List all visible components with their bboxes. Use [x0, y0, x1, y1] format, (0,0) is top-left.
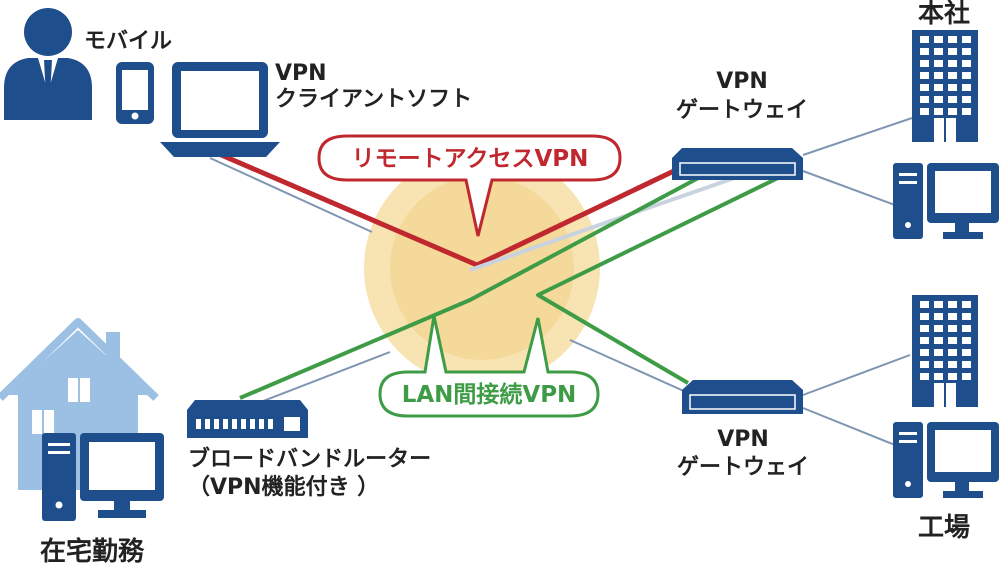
- vpn-client-label-line2: クライアントソフト: [275, 87, 472, 112]
- lan-vpn-label: LAN間接続VPN: [402, 381, 577, 408]
- mobile-label: モバイル: [84, 29, 172, 54]
- router-label-line1: ブロードバンドルーター: [188, 446, 431, 472]
- tunnel-line-gray: [469, 174, 741, 272]
- headquarters-label: 本社: [918, 0, 970, 29]
- desktop-pc-icon: [42, 433, 164, 521]
- desktop-pc-icon: [893, 163, 999, 239]
- remote-access-vpn-line: [204, 145, 678, 268]
- broadband-router-icon: [187, 400, 308, 438]
- home-office-label: 在宅勤務: [40, 536, 145, 567]
- lan-vpn-callout: LAN間接続VPN: [378, 315, 600, 418]
- desktop-pc-icon: [893, 422, 999, 498]
- vpn-client-label-line1: VPN: [275, 61, 327, 86]
- lan-vpn-lines: [239, 174, 783, 400]
- vpn-gateway-icon: [682, 380, 803, 414]
- router-label-line2: （VPN機能付き ）: [188, 474, 379, 500]
- office-building-icon: [912, 295, 978, 407]
- remote-access-vpn-callout: リモートアクセスVPN: [317, 134, 622, 237]
- person-icon: [4, 8, 92, 120]
- gateway-bottom-label-line2: ゲートウェイ: [677, 455, 809, 480]
- vpn-gateway-icon: [672, 148, 803, 180]
- office-building-icon: [912, 30, 978, 142]
- gateway-top-label-line2: ゲートウェイ: [676, 98, 808, 123]
- smartphone-icon: [116, 62, 154, 124]
- gateway-top-label-line1: VPN: [716, 69, 768, 94]
- factory-label: 工場: [918, 513, 970, 543]
- remote-access-vpn-label: リモートアクセスVPN: [352, 146, 589, 172]
- laptop-icon: [160, 62, 280, 157]
- gateway-bottom-label-line1: VPN: [717, 427, 769, 452]
